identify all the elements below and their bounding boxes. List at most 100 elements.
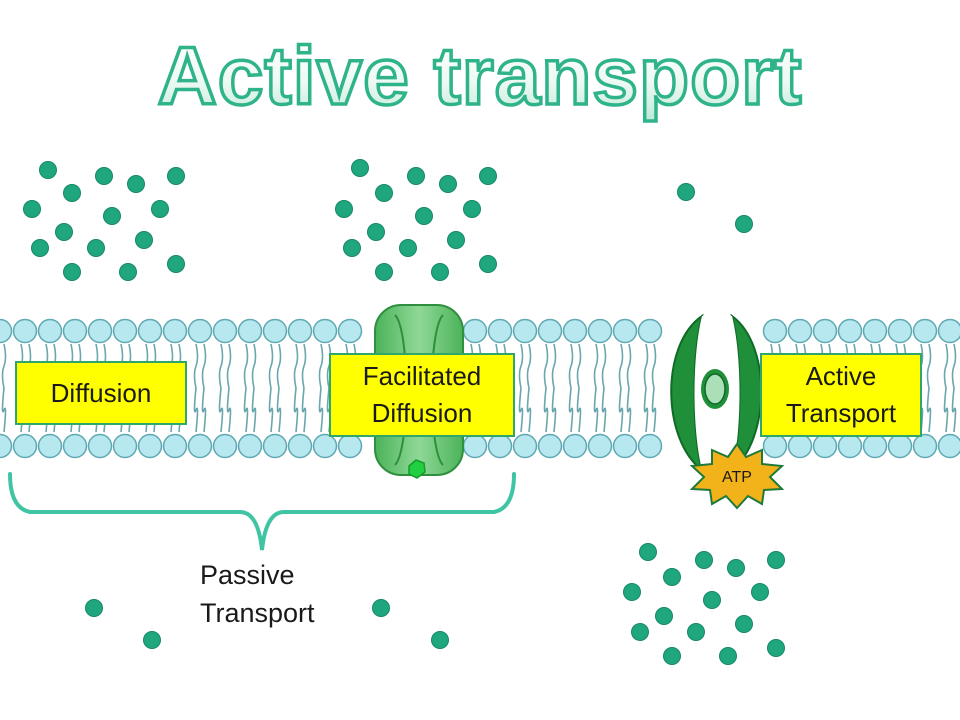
lipid-tail [551, 387, 557, 433]
lipid-tail [618, 387, 624, 433]
lipid-tail [651, 387, 657, 433]
molecule-dot-icon [119, 263, 137, 281]
lipid-tail [301, 343, 307, 389]
title: Active transport [158, 31, 803, 122]
molecule-dot-icon [639, 543, 657, 561]
lipid-head [12, 318, 38, 344]
molecule-dot-icon [135, 231, 153, 249]
molecule-dot-icon [55, 223, 73, 241]
lipid-tail [943, 343, 949, 389]
molecule-dot-icon [735, 215, 753, 233]
lipid-tail [626, 343, 632, 389]
lipid-head [912, 318, 938, 344]
lipid-tail [926, 387, 932, 433]
lipid-tail [651, 343, 657, 389]
lipid-tail [218, 343, 224, 389]
lipid-tail [243, 387, 249, 433]
lipid-tail [951, 387, 957, 433]
lipid-head [162, 318, 188, 344]
lipid-tail [243, 343, 249, 389]
lipid-head [537, 318, 563, 344]
lipid-tail [276, 387, 282, 433]
molecule-dot-icon [167, 255, 185, 273]
lipid-head [187, 318, 213, 344]
lipid-head [937, 318, 960, 344]
lipid-tail [318, 343, 324, 389]
molecule-dot-icon [23, 200, 41, 218]
molecule-dot-icon [695, 551, 713, 569]
lipid-tail [301, 387, 307, 433]
molecule-dot-icon [343, 239, 361, 257]
molecule-dot-icon [767, 551, 785, 569]
lipid-head [212, 318, 238, 344]
lipid-head [12, 433, 38, 459]
molecule-dot-icon [463, 200, 481, 218]
facilitated-diffusion-label: Facilitated Diffusion [329, 353, 515, 437]
lipid-tail [226, 387, 232, 433]
molecule-dot-icon [335, 200, 353, 218]
pump-protein-icon [670, 313, 763, 473]
molecule-dot-icon [735, 615, 753, 633]
lipid-head [87, 318, 113, 344]
lipid-head [537, 433, 563, 459]
lipid-tail [268, 343, 274, 389]
lipid-head [562, 318, 588, 344]
lipid-head [237, 433, 263, 459]
lipid-head [837, 318, 863, 344]
molecule-dot-icon [31, 239, 49, 257]
lipid-tail [551, 343, 557, 389]
lipid-head [837, 433, 863, 459]
molecule-dot-icon [151, 200, 169, 218]
molecule-dot-icon [63, 184, 81, 202]
lipid-tail [193, 387, 199, 433]
lipid-tail [526, 387, 532, 433]
molecule-dot-icon [751, 583, 769, 601]
lipid-head [587, 318, 613, 344]
lipid-tail [543, 387, 549, 433]
lipid-tail [276, 343, 282, 389]
lipid-tail [643, 387, 649, 433]
lipid-tail [543, 343, 549, 389]
molecule-dot-icon [677, 183, 695, 201]
lipid-head [762, 433, 788, 459]
passive-transport-bracket [8, 472, 516, 551]
lipid-head [487, 433, 513, 459]
lipid-tail [518, 387, 524, 433]
lipid-head [487, 318, 513, 344]
molecule-dot-icon [372, 599, 390, 617]
lipid-head [612, 318, 638, 344]
molecule-dot-icon [663, 647, 681, 665]
lipid-tail [201, 387, 207, 433]
lipid-tail [1, 387, 7, 433]
lipid-tail [226, 343, 232, 389]
lipid-head [887, 318, 913, 344]
molecule-dot-icon [351, 159, 369, 177]
molecule-dot-icon [415, 207, 433, 225]
lipid-head [37, 433, 63, 459]
lipid-tail [626, 387, 632, 433]
lipid-tail [193, 343, 199, 389]
lipid-tail [201, 343, 207, 389]
lipid-head [0, 318, 13, 344]
molecule-dot-icon [655, 607, 673, 625]
molecule-dot-icon [431, 263, 449, 281]
lipid-head [312, 318, 338, 344]
lipid-tail [601, 387, 607, 433]
lipid-head [862, 433, 888, 459]
molecule-dot-icon [431, 631, 449, 649]
lipid-head [337, 433, 363, 459]
lipid-head [637, 318, 663, 344]
molecule-dot-icon [375, 263, 393, 281]
lipid-head [812, 318, 838, 344]
lipid-head [262, 318, 288, 344]
lipid-head [787, 433, 813, 459]
lipid-tail [593, 343, 599, 389]
lipid-head [137, 433, 163, 459]
lipid-head [762, 318, 788, 344]
lipid-tail [518, 343, 524, 389]
lipid-tail [926, 343, 932, 389]
lipid-tail [251, 387, 257, 433]
molecule-dot-icon [767, 639, 785, 657]
molecule-dot-icon [103, 207, 121, 225]
molecule-dot-icon [367, 223, 385, 241]
